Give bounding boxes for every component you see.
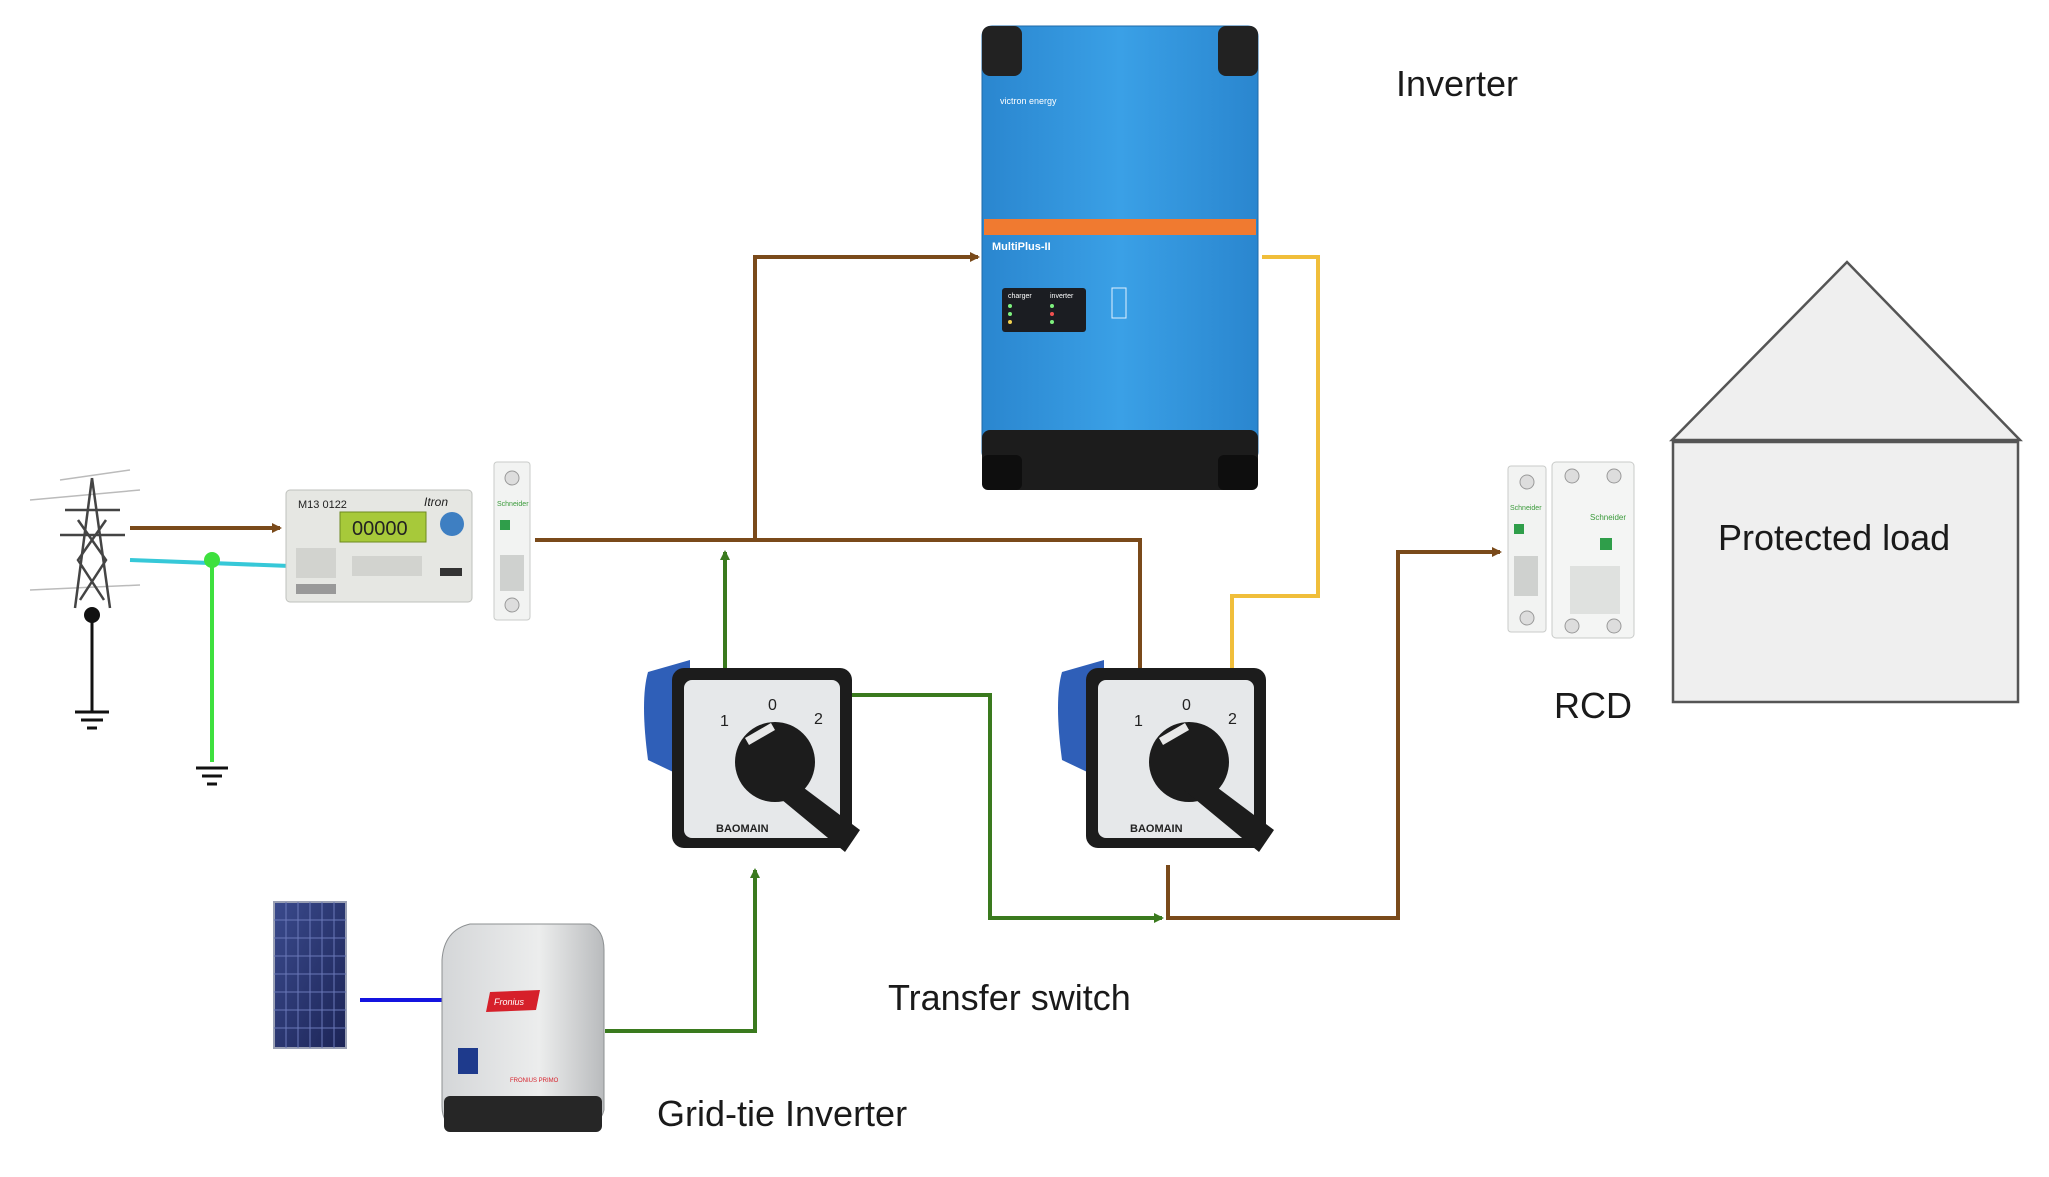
wire-switch1-bypass <box>818 693 1164 923</box>
label-protected-load: Protected load <box>1718 517 1950 558</box>
wires <box>90 252 1502 1033</box>
switch2-pos-2: 2 <box>1228 711 1237 728</box>
switch2-pos-1: 1 <box>1134 713 1143 730</box>
ground-symbol-earth <box>196 766 228 786</box>
neutral-junction <box>204 552 220 568</box>
label-transfer-switch: Transfer switch <box>888 977 1131 1018</box>
switch2-brand: BAOMAIN <box>1130 823 1183 835</box>
meter-brand: Itron <box>424 495 448 509</box>
meter-display: 00000 <box>352 518 408 540</box>
rcd-breaker-brand: Schneider <box>1510 505 1542 512</box>
inverter-model: MultiPlus-II <box>992 241 1051 253</box>
label-inverter: Inverter <box>1396 63 1518 104</box>
main-breaker: Schneider <box>493 461 531 621</box>
house-roof <box>1669 260 2023 442</box>
wire-bus-to-inverter <box>753 252 980 540</box>
switch1-pos-1: 1 <box>720 713 729 730</box>
rcd-assembly: Schneider Schneider <box>1507 461 1635 639</box>
switch2-pos-0: 0 <box>1182 697 1191 714</box>
transmission-tower-icon <box>29 469 141 623</box>
wire-switch2-to-rcd <box>1166 547 1502 920</box>
switch1-pos-2: 2 <box>814 711 823 728</box>
gti-model: FRONIUS PRIMO <box>510 1078 559 1084</box>
wire-main-bus <box>535 538 1145 702</box>
grid-tie-inverter: Fronius FRONIUS PRIMO <box>441 923 605 1132</box>
house-body <box>1671 440 2020 704</box>
electricity-meter: M13 0122 Itron 00000 <box>285 489 473 603</box>
switch1-brand: BAOMAIN <box>716 823 769 835</box>
transfer-switch-2: 1 0 2 BAOMAIN <box>1058 660 1274 852</box>
gti-brand: Fronius <box>494 997 525 1007</box>
switch1-pos-0: 0 <box>768 697 777 714</box>
label-grid-tie-inverter: Grid-tie Inverter <box>657 1093 907 1134</box>
rcd-brand: Schneider <box>1590 513 1626 522</box>
ground-symbol-tower <box>75 710 109 730</box>
victron-inverter: victron energy MultiPlus-II charger inve… <box>981 25 1259 490</box>
inverter-panel-right: inverter <box>1050 293 1074 300</box>
inverter-brand: victron energy <box>1000 96 1057 106</box>
meter-model: M13 0122 <box>298 499 347 511</box>
wire-gti-to-switch1 <box>605 868 760 1033</box>
breaker-brand: Schneider <box>497 501 529 508</box>
inverter-panel-left: charger <box>1008 293 1032 300</box>
label-rcd: RCD <box>1554 685 1632 726</box>
wire-inverter-output <box>1227 255 1320 696</box>
solar-panel-icon <box>273 901 347 1049</box>
house <box>1669 260 2023 704</box>
transfer-switch-1: 1 0 2 BAOMAIN <box>644 660 860 852</box>
